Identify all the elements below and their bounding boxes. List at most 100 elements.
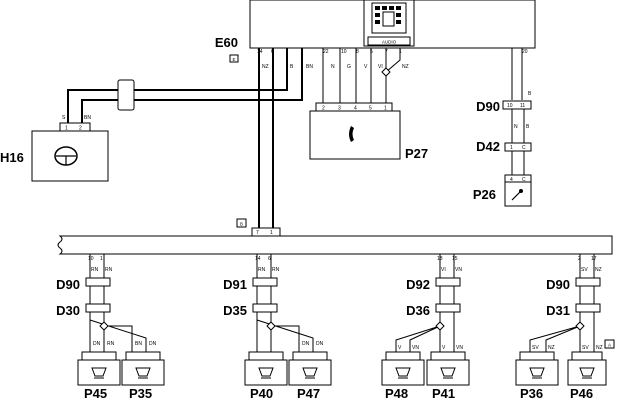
label-d35: D35	[223, 303, 247, 318]
pin: 11	[520, 103, 525, 109]
h16-box	[31, 130, 109, 182]
wire-code: NZ	[402, 64, 409, 70]
wire-code: SV	[532, 345, 539, 351]
d31-connector	[575, 303, 601, 313]
p40-connector	[248, 351, 284, 361]
steering-wheel-icon	[54, 146, 78, 166]
wire	[385, 48, 401, 103]
label-p41: P41	[432, 386, 455, 400]
bus-tag: B	[240, 222, 243, 227]
splice	[99, 321, 109, 331]
svg-text:4: 4	[354, 106, 357, 112]
label-e60: E60	[215, 35, 238, 50]
e60-tag: E	[232, 57, 235, 62]
d90-top-connector	[502, 100, 532, 110]
label-p46: P46	[570, 386, 593, 400]
wire-code: BN	[135, 341, 142, 347]
wire-code: RN	[105, 267, 113, 273]
label-d31: D31	[546, 303, 570, 318]
radio-button-strip	[367, 36, 411, 46]
e60-pin: 20	[522, 49, 528, 55]
p48-connector	[385, 351, 421, 361]
splice	[435, 321, 445, 331]
label-p47: P47	[297, 386, 320, 400]
wire-code: VI	[378, 64, 383, 70]
label-d90-top: D90	[476, 99, 500, 114]
speaker-icon	[440, 367, 456, 379]
microphone-icon	[511, 189, 523, 201]
bus-pin-labels: 10 1 14 6 18 15 2 17	[88, 256, 597, 262]
speaker-icon	[529, 367, 545, 379]
wire-code: B	[290, 64, 294, 70]
wire-code: DN	[149, 341, 157, 347]
wire-code: V	[442, 345, 446, 351]
p47-connector	[292, 351, 328, 361]
p41-box	[426, 359, 470, 386]
p48-box	[381, 359, 425, 386]
wire-code: RN	[258, 267, 266, 273]
e60-pin: 8	[356, 49, 359, 55]
label-d42: D42	[476, 139, 500, 154]
label-p45: P45	[84, 386, 107, 400]
p47-box	[288, 359, 332, 386]
d30-connector	[85, 303, 111, 313]
wire	[81, 48, 303, 123]
wire	[395, 322, 455, 352]
pin: 1	[270, 230, 273, 236]
e60-pin: 22	[323, 49, 329, 55]
wire-code: G	[347, 64, 351, 70]
e60-pin: 10	[341, 49, 347, 55]
e60-pin-labels: 14 6 22 10 8 5 7 1 20	[257, 49, 528, 55]
wire-code: N	[331, 64, 335, 70]
label-p36: P36	[520, 386, 543, 400]
e60-tag-box	[229, 54, 239, 63]
wire-code: NZ	[262, 64, 269, 70]
speaker-icon	[135, 367, 151, 379]
p35-connector	[125, 351, 161, 361]
label-d30: D30	[56, 303, 80, 318]
label-d36: D36	[406, 303, 430, 318]
wire-code: SV	[581, 267, 588, 273]
wire-code: SV	[582, 345, 589, 351]
svg-text:15: 15	[452, 256, 458, 262]
d36-connector	[435, 303, 461, 313]
wire-code: N	[514, 124, 518, 130]
label-d90-right: D90	[546, 277, 570, 292]
wire-code: VN	[456, 345, 463, 351]
e60-wire-codes: NZ B BN N G V VI NZ B	[262, 64, 532, 97]
wire-code: V	[364, 64, 368, 70]
p46-box	[567, 359, 607, 386]
svg-text:14: 14	[255, 256, 261, 262]
p35-box	[121, 359, 165, 386]
speaker-icon	[395, 367, 411, 379]
splice	[381, 67, 391, 77]
wire-code: VI	[441, 267, 446, 273]
pin: 7	[256, 230, 259, 236]
d42-connector	[504, 142, 532, 152]
p46-connector	[571, 351, 603, 361]
wire-code: S	[62, 115, 66, 121]
pin: C	[522, 145, 526, 151]
d90-left-connector	[85, 277, 111, 287]
svg-text:10: 10	[88, 256, 94, 262]
label-h16: H16	[0, 150, 24, 165]
wire-code: DN	[316, 341, 324, 347]
radio-keypad	[375, 6, 401, 27]
phone-icon	[349, 126, 354, 142]
svg-text:1: 1	[100, 256, 103, 262]
wire-code: NZ	[548, 345, 555, 351]
pin: 1	[510, 145, 513, 151]
label-p26: P26	[473, 187, 496, 202]
pin: 1	[65, 126, 68, 132]
label-p35: P35	[129, 386, 152, 400]
d91-connector	[252, 277, 278, 287]
wire	[256, 319, 314, 352]
wire-code: VN	[412, 345, 419, 351]
wire	[529, 322, 595, 352]
wire-code: RN	[272, 267, 280, 273]
wire-code: RN	[107, 341, 115, 347]
wire-code: RN	[91, 267, 99, 273]
d90-right-connector	[575, 277, 601, 287]
p45-connector	[81, 351, 117, 361]
